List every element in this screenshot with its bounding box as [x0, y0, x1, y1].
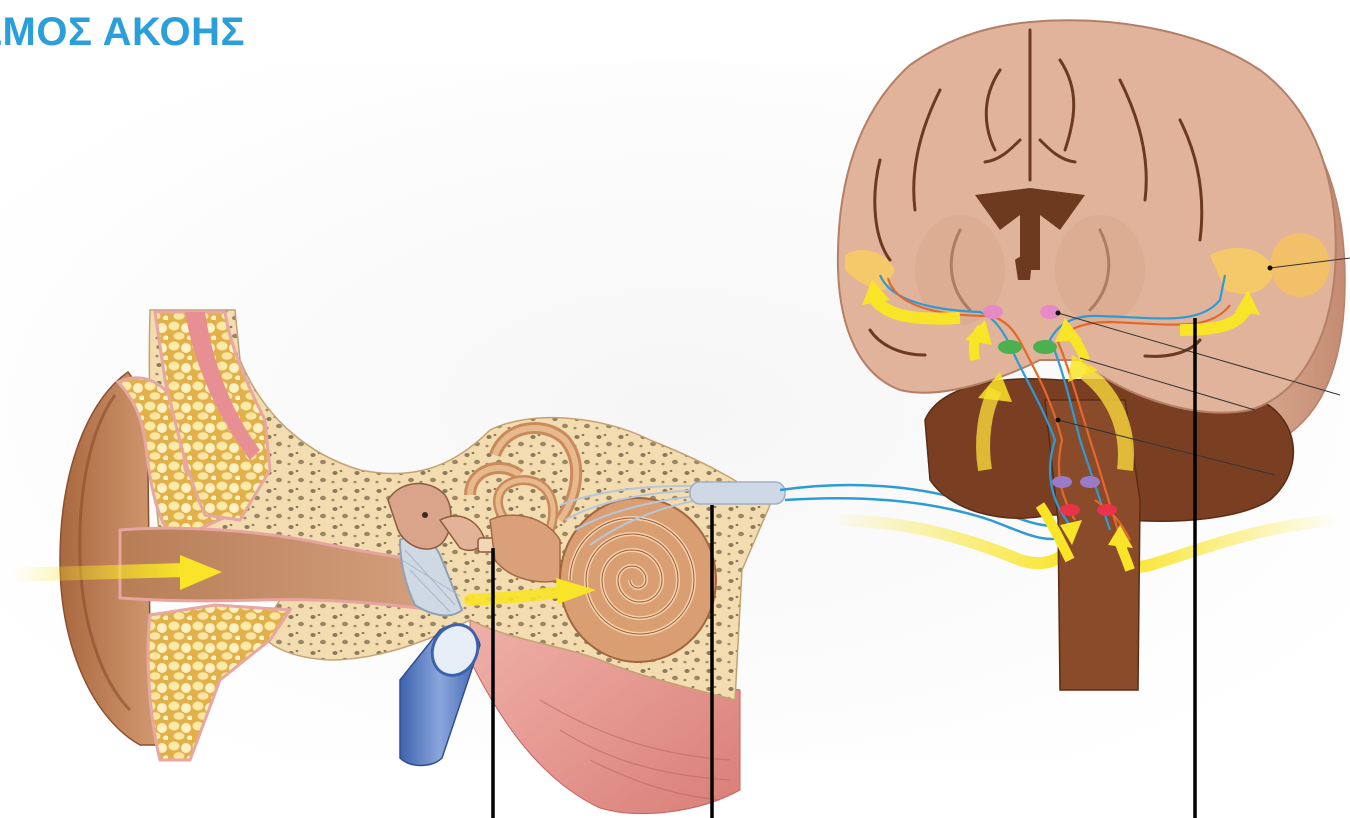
label-dot — [1056, 418, 1061, 423]
ossicle-joint — [422, 512, 428, 518]
cochlea — [560, 498, 716, 662]
cochlear-nucleus-right — [1097, 504, 1117, 516]
superior-olive-right — [1080, 476, 1100, 488]
basal-ganglia-right — [1055, 215, 1145, 325]
medial-geniculate-left — [983, 305, 1003, 319]
inferior-colliculus-left — [998, 340, 1022, 354]
superior-olive-left — [1052, 476, 1072, 488]
third-ventricle — [1015, 256, 1032, 280]
label-dot — [1056, 311, 1061, 316]
auditory-nerve-bundle — [690, 482, 785, 504]
cochlear-nucleus-left — [1060, 504, 1080, 516]
label-dot — [1268, 266, 1273, 271]
inferior-colliculus-right — [1033, 340, 1057, 354]
auditory-cortex-lateral — [1270, 233, 1330, 297]
